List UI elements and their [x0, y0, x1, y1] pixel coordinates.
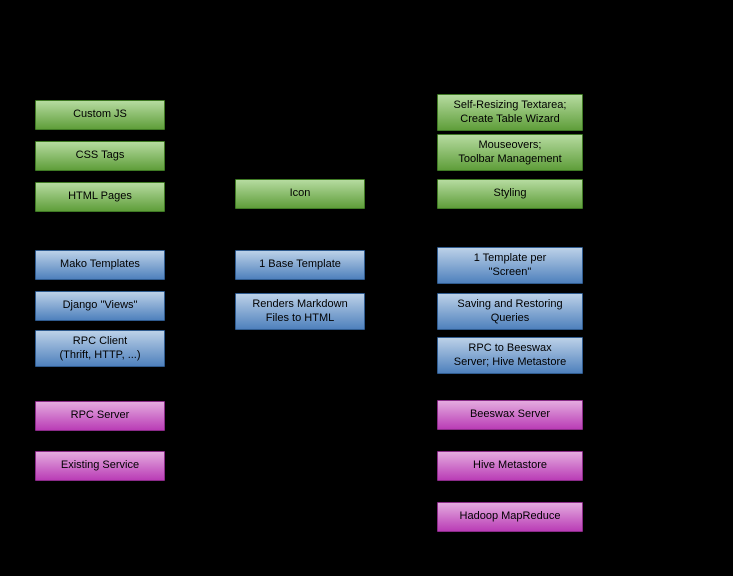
- box-label: Django "Views": [62, 299, 138, 312]
- box-custom-js: Custom JS: [35, 100, 165, 130]
- box-label: HTML Pages: [68, 190, 132, 203]
- box-saving-restoring: Saving and Restoring Queries: [437, 293, 583, 330]
- box-django-views: Django "Views": [35, 291, 165, 321]
- box-label: Saving and Restoring Queries: [457, 297, 563, 324]
- box-rpc-server: RPC Server: [35, 401, 165, 431]
- box-beeswax-server: Beeswax Server: [437, 400, 583, 430]
- box-label: Self-Resizing Textarea; Create Table Wiz…: [453, 98, 567, 125]
- box-existing-service: Existing Service: [35, 451, 165, 481]
- box-hive-metastore: Hive Metastore: [437, 451, 583, 481]
- box-base-template: 1 Base Template: [235, 250, 365, 280]
- box-self-resizing: Self-Resizing Textarea; Create Table Wiz…: [437, 94, 583, 131]
- box-icon: Icon: [235, 179, 365, 209]
- box-label: Styling: [493, 187, 527, 200]
- box-renders-markdown: Renders Markdown Files to HTML: [235, 293, 365, 330]
- box-label: Mouseovers; Toolbar Management: [458, 138, 562, 165]
- box-label: Renders Markdown Files to HTML: [252, 297, 348, 324]
- box-css-tags: CSS Tags: [35, 141, 165, 171]
- box-label: RPC Server: [70, 409, 130, 422]
- box-label: Existing Service: [60, 459, 140, 472]
- box-label: 1 Base Template: [259, 258, 341, 271]
- box-hadoop-mapreduce: Hadoop MapReduce: [437, 502, 583, 532]
- box-label: Custom JS: [73, 108, 127, 121]
- box-template-per-screen: 1 Template per "Screen": [437, 247, 583, 284]
- box-label: Mako Templates: [60, 258, 140, 271]
- box-label: Hadoop MapReduce: [459, 510, 561, 523]
- box-rpc-beeswax: RPC to Beeswax Server; Hive Metastore: [437, 337, 583, 374]
- box-label: RPC Client (Thrift, HTTP, ...): [59, 334, 141, 361]
- box-mako-templates: Mako Templates: [35, 250, 165, 280]
- box-rpc-client: RPC Client (Thrift, HTTP, ...): [35, 330, 165, 367]
- box-label: Beeswax Server: [469, 408, 551, 421]
- box-html-pages: HTML Pages: [35, 182, 165, 212]
- box-label: Icon: [289, 187, 311, 200]
- box-label: 1 Template per "Screen": [473, 251, 547, 278]
- box-styling: Styling: [437, 179, 583, 209]
- box-label: CSS Tags: [75, 149, 125, 162]
- box-mouseovers: Mouseovers; Toolbar Management: [437, 134, 583, 171]
- box-label: Hive Metastore: [473, 459, 547, 472]
- box-label: RPC to Beeswax Server; Hive Metastore: [453, 341, 567, 368]
